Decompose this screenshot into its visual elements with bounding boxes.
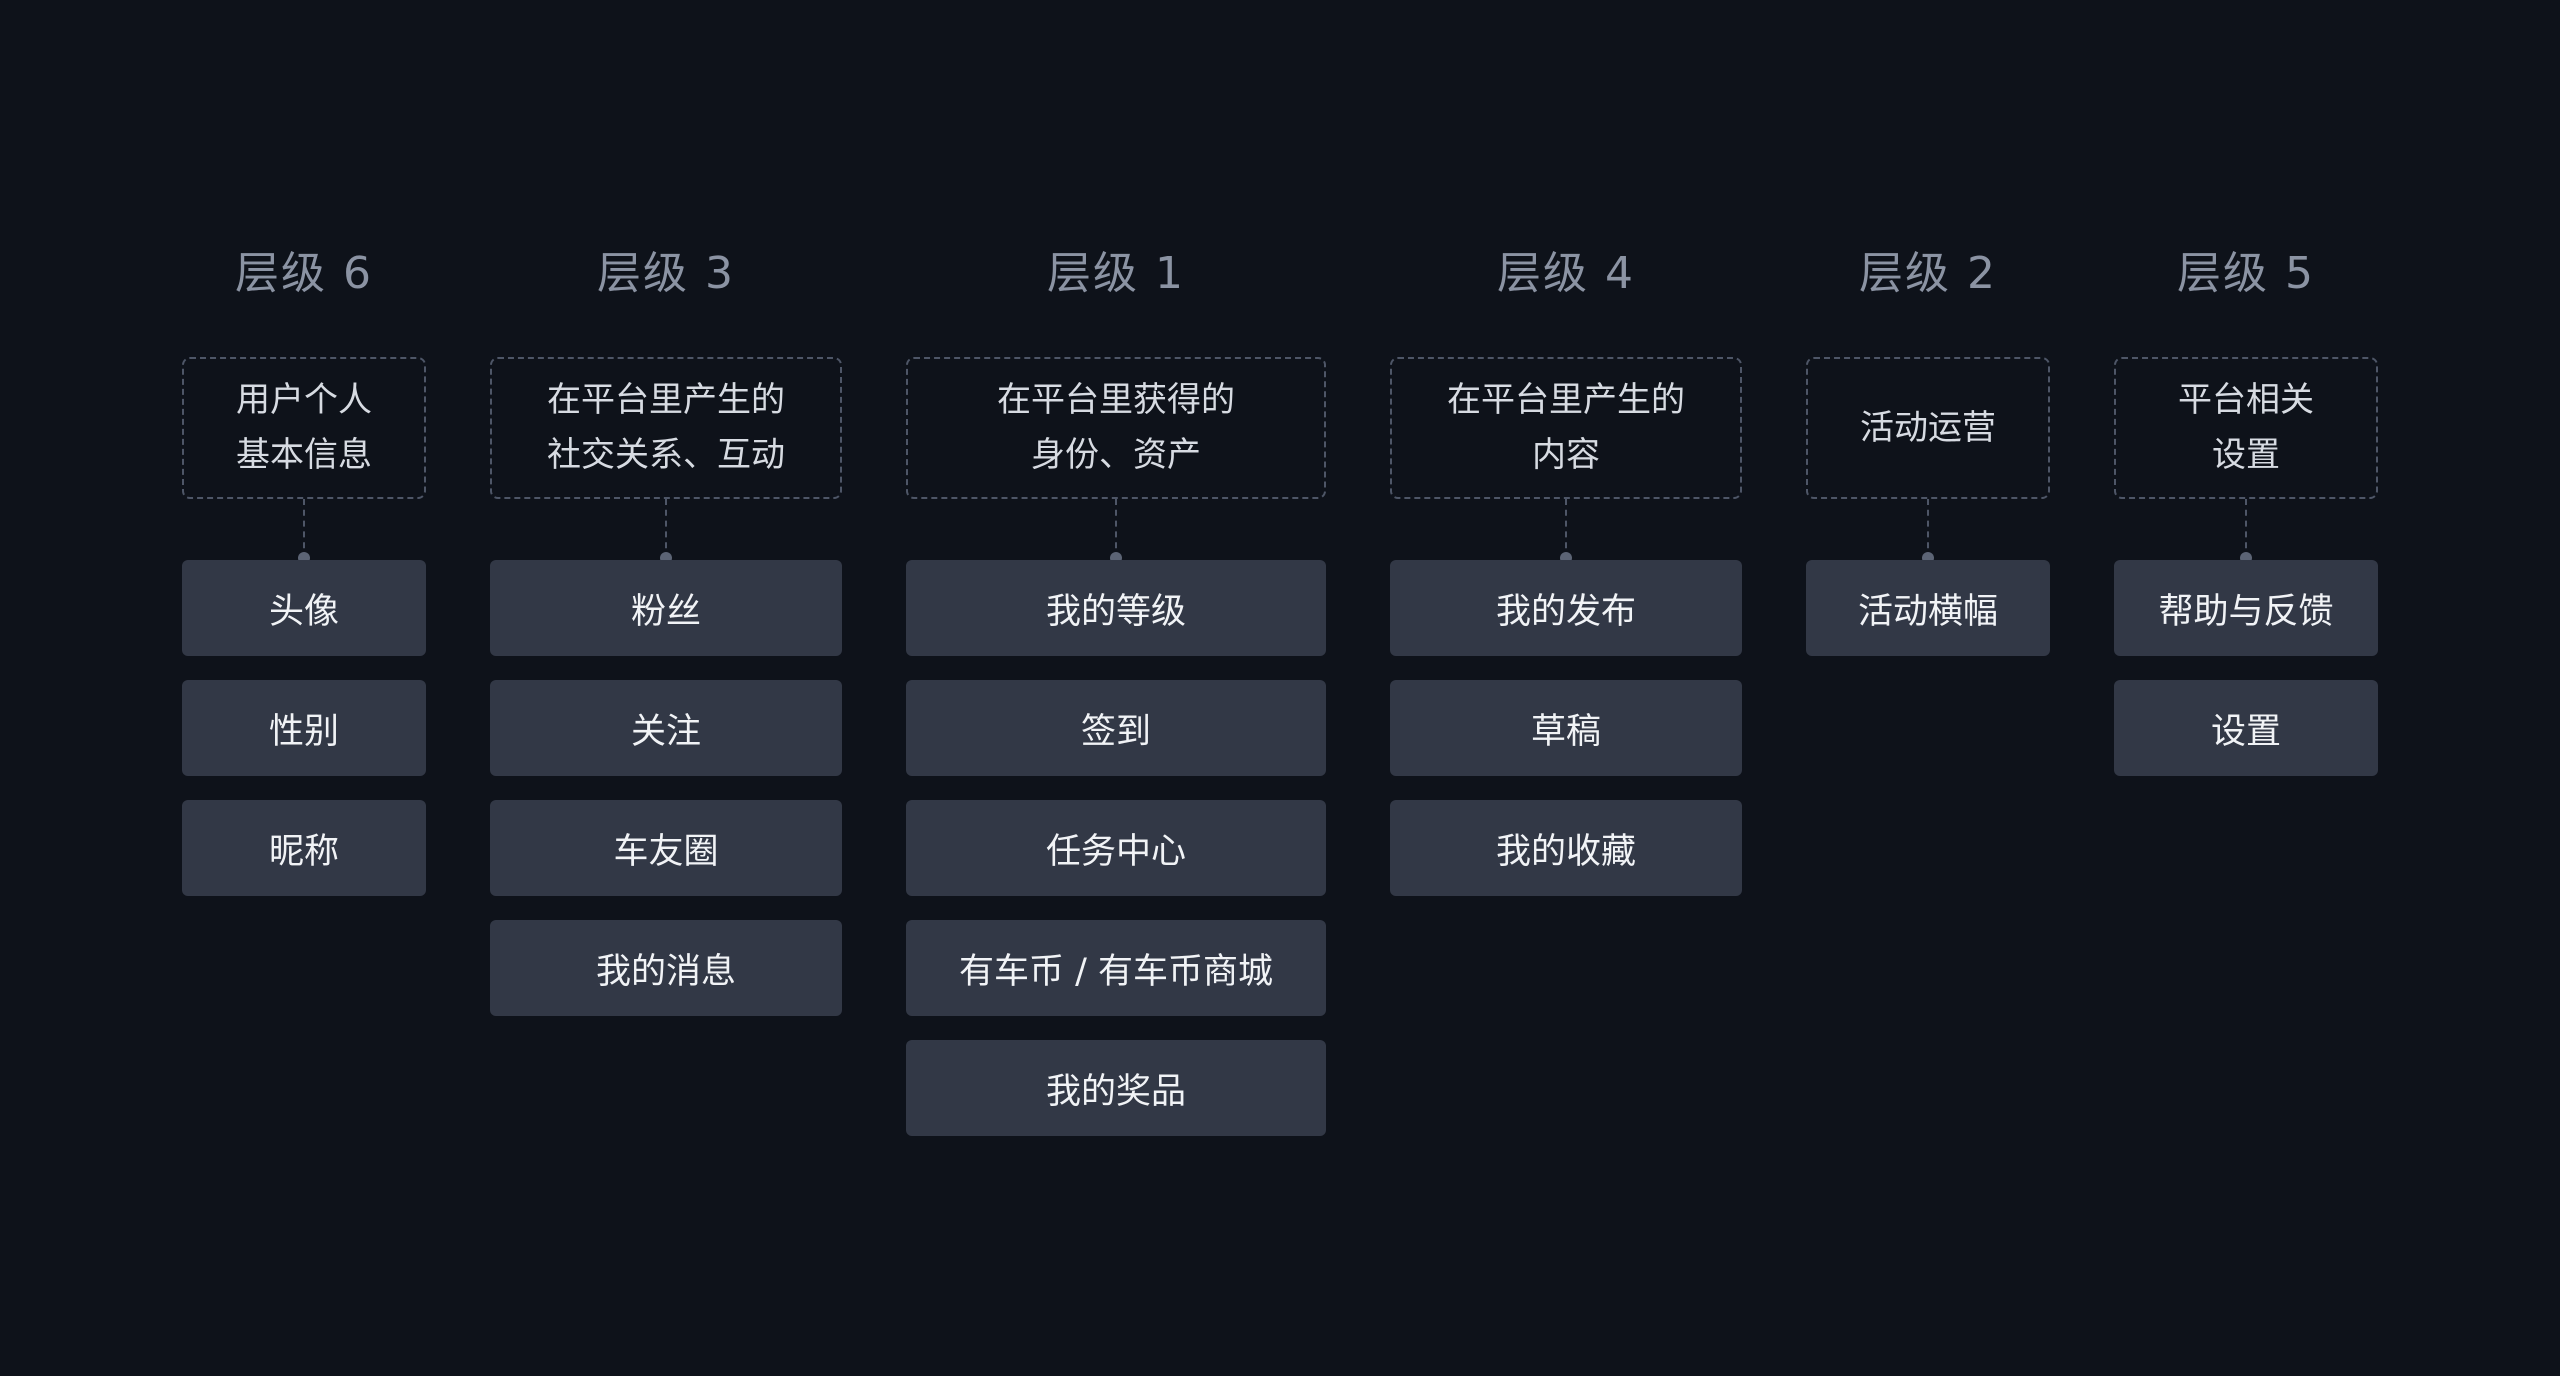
item-help-feedback[interactable]: 帮助与反馈 (2114, 560, 2378, 656)
item-list: 粉丝 关注 车友圈 我的消息 (490, 560, 842, 1040)
item-list: 头像 性别 昵称 (182, 560, 426, 920)
description-box: 在平台里产生的 内容 (1390, 357, 1742, 499)
level-title: 层级 4 (1497, 248, 1635, 299)
item-nickname[interactable]: 昵称 (182, 800, 426, 896)
item-fans[interactable]: 粉丝 (490, 560, 842, 656)
description-box: 用户个人 基本信息 (182, 357, 426, 499)
connector-line (1565, 499, 1567, 559)
item-settings[interactable]: 设置 (2114, 680, 2378, 776)
level-title: 层级 6 (235, 248, 373, 299)
level-column: 层级 1 在平台里获得的 身份、资产 我的等级 签到 任务中心 有车币 / 有车… (906, 0, 1326, 1376)
item-gender[interactable]: 性别 (182, 680, 426, 776)
item-list: 我的等级 签到 任务中心 有车币 / 有车币商城 我的奖品 (906, 560, 1326, 1160)
item-following[interactable]: 关注 (490, 680, 842, 776)
item-list: 活动横幅 (1806, 560, 2050, 680)
connector-line (665, 499, 667, 559)
level-title: 层级 2 (1859, 248, 1997, 299)
level-column: 层级 4 在平台里产生的 内容 我的发布 草稿 我的收藏 (1390, 0, 1742, 1376)
level-column: 层级 2 活动运营 活动横幅 (1806, 0, 2050, 1376)
item-task-center[interactable]: 任务中心 (906, 800, 1326, 896)
description-line: 在平台里产生的 (1447, 380, 1685, 420)
item-event-banner[interactable]: 活动横幅 (1806, 560, 2050, 656)
item-my-posts[interactable]: 我的发布 (1390, 560, 1742, 656)
description-line: 平台相关 (2178, 380, 2314, 420)
level-title: 层级 1 (1047, 248, 1185, 299)
item-car-circle[interactable]: 车友圈 (490, 800, 842, 896)
description-box: 在平台里产生的 社交关系、互动 (490, 357, 842, 499)
item-avatar[interactable]: 头像 (182, 560, 426, 656)
item-my-level[interactable]: 我的等级 (906, 560, 1326, 656)
item-my-messages[interactable]: 我的消息 (490, 920, 842, 1016)
level-column: 层级 6 用户个人 基本信息 头像 性别 昵称 (182, 0, 426, 1376)
item-my-favorites[interactable]: 我的收藏 (1390, 800, 1742, 896)
description-line: 在平台里获得的 (997, 380, 1235, 420)
item-drafts[interactable]: 草稿 (1390, 680, 1742, 776)
description-line: 设置 (2212, 435, 2280, 475)
connector-line (303, 499, 305, 559)
connector-line (1927, 499, 1929, 559)
description-line: 基本信息 (236, 435, 372, 475)
description-box: 在平台里获得的 身份、资产 (906, 357, 1326, 499)
item-check-in[interactable]: 签到 (906, 680, 1326, 776)
level-column: 层级 3 在平台里产生的 社交关系、互动 粉丝 关注 车友圈 我的消息 (490, 0, 842, 1376)
level-title: 层级 3 (597, 248, 735, 299)
connector-line (1115, 499, 1117, 559)
item-list: 我的发布 草稿 我的收藏 (1390, 560, 1742, 920)
description-line: 在平台里产生的 (547, 380, 785, 420)
description-line: 用户个人 (236, 380, 372, 420)
item-list: 帮助与反馈 设置 (2114, 560, 2378, 800)
description-line: 活动运营 (1860, 407, 1996, 448)
description-box: 活动运营 (1806, 357, 2050, 499)
description-line: 内容 (1532, 435, 1600, 475)
level-title: 层级 5 (2177, 248, 2315, 299)
description-box: 平台相关 设置 (2114, 357, 2378, 499)
item-coins-store[interactable]: 有车币 / 有车币商城 (906, 920, 1326, 1016)
level-column: 层级 5 平台相关 设置 帮助与反馈 设置 (2114, 0, 2378, 1376)
description-line: 身份、资产 (1031, 435, 1201, 475)
description-line: 社交关系、互动 (547, 435, 785, 475)
item-my-prizes[interactable]: 我的奖品 (906, 1040, 1326, 1136)
connector-line (2245, 499, 2247, 559)
